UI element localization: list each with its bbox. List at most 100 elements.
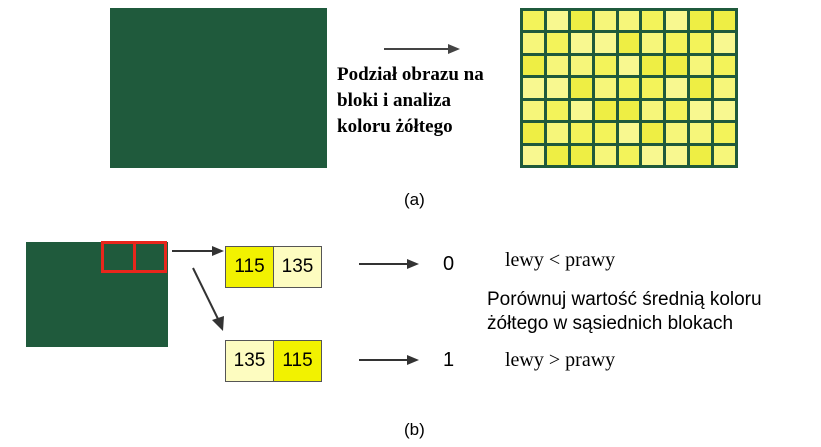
photo-crop-block — [99, 322, 131, 345]
photo-crop-block — [29, 296, 61, 319]
photo-block — [256, 123, 277, 142]
photo-block — [208, 11, 229, 30]
yellow-block — [642, 78, 664, 98]
photo-block — [137, 78, 158, 97]
photo-crop-block — [64, 245, 96, 268]
yellow-block — [546, 78, 568, 98]
yellow-block — [594, 11, 616, 31]
photo-block — [256, 101, 277, 120]
yellow-block — [570, 33, 592, 53]
photo-crop-block — [133, 271, 165, 294]
yellow-block — [690, 33, 712, 53]
photo-block — [137, 11, 158, 30]
photo-block — [256, 146, 277, 165]
yellow-block — [523, 33, 544, 53]
photo-block — [279, 56, 300, 75]
photo-block — [279, 11, 300, 30]
description-line-2: bloki i analiza — [337, 90, 452, 111]
arrow-right-icon — [384, 44, 460, 54]
photo-block — [161, 33, 182, 52]
yellow-block — [523, 55, 544, 76]
photo-block — [161, 146, 182, 165]
photo-block — [208, 146, 229, 165]
photo-block — [113, 11, 134, 30]
block-analysis-description: Podział obrazu na bloki i analiza koloru… — [337, 62, 527, 140]
photo-block — [137, 101, 158, 120]
yellow-block — [570, 78, 592, 98]
photo-block — [279, 123, 300, 142]
photo-block — [161, 101, 182, 120]
yellow-block — [523, 100, 544, 121]
yellow-block — [690, 145, 712, 165]
photo-block — [208, 56, 229, 75]
yellow-block — [666, 55, 688, 76]
photo-crop-block — [64, 271, 96, 294]
caption-a: (a) — [404, 190, 425, 209]
bottom-right-value: 115 — [273, 340, 322, 382]
photo-block — [232, 101, 253, 120]
yellow-block — [523, 11, 544, 31]
photo-block — [303, 146, 324, 165]
yellow-block — [666, 123, 688, 143]
yellow-block — [523, 123, 544, 143]
yellow-block — [618, 33, 640, 53]
yellow-block — [594, 123, 616, 143]
yellow-block — [666, 11, 688, 31]
photo-block-grid — [110, 8, 327, 168]
yellow-block — [642, 100, 664, 121]
adjacent-blocks-highlight — [101, 241, 167, 273]
photo-block — [161, 78, 182, 97]
photo-crop-block — [29, 271, 61, 294]
relation-less: lewy < prawy — [505, 249, 616, 271]
photo-block — [184, 123, 205, 142]
photo-crop-block — [133, 322, 165, 345]
photo-block — [208, 33, 229, 52]
photo-block — [161, 56, 182, 75]
photo-block — [303, 101, 324, 120]
photo-block — [303, 78, 324, 97]
photo-block — [113, 101, 134, 120]
comparison-explanation: Porównuj wartość średnią koloru żółtego … — [487, 288, 807, 336]
yellow-block — [642, 123, 664, 143]
explanation-line-2: żółtego w sąsiednich blokach — [487, 313, 734, 334]
yellow-block — [690, 11, 712, 31]
yellow-block — [666, 78, 688, 98]
yellow-block — [570, 123, 592, 143]
photo-block — [208, 78, 229, 97]
photo-block — [184, 78, 205, 97]
yellow-block — [714, 78, 735, 98]
bit-1: 1 — [443, 349, 455, 371]
yellow-block — [618, 11, 640, 31]
photo-block — [184, 33, 205, 52]
photo-crop-block — [64, 322, 96, 345]
yellow-block — [666, 145, 688, 165]
photo-block — [232, 78, 253, 97]
yellow-block — [690, 123, 712, 143]
photo-block — [256, 33, 277, 52]
yellow-block — [523, 145, 544, 165]
photo-block — [303, 11, 324, 30]
arrow-diagonal-icon — [192, 267, 224, 331]
photo-block — [303, 56, 324, 75]
yellow-block — [690, 100, 712, 121]
yellow-block — [594, 33, 616, 53]
arrow-to-bit-0-icon — [359, 259, 419, 269]
yellow-block — [642, 11, 664, 31]
photo-block — [184, 56, 205, 75]
photo-block — [232, 123, 253, 142]
yellow-block — [642, 33, 664, 53]
photo-crop-block — [99, 271, 131, 294]
bottom-left-value: 135 — [225, 340, 274, 382]
photo-block — [184, 101, 205, 120]
photo-crop-block — [99, 296, 131, 319]
photo-block — [232, 146, 253, 165]
yellow-block — [666, 100, 688, 121]
yellow-block — [714, 100, 735, 121]
yellow-block — [594, 78, 616, 98]
arrow-to-top-pair-icon — [172, 246, 224, 256]
yellow-block-grid — [520, 8, 738, 168]
yellow-block — [690, 55, 712, 76]
photo-block — [113, 146, 134, 165]
panel-b: 115 135 0 lewy < prawy Porównuj wartość … — [0, 215, 821, 447]
yellow-block — [690, 78, 712, 98]
